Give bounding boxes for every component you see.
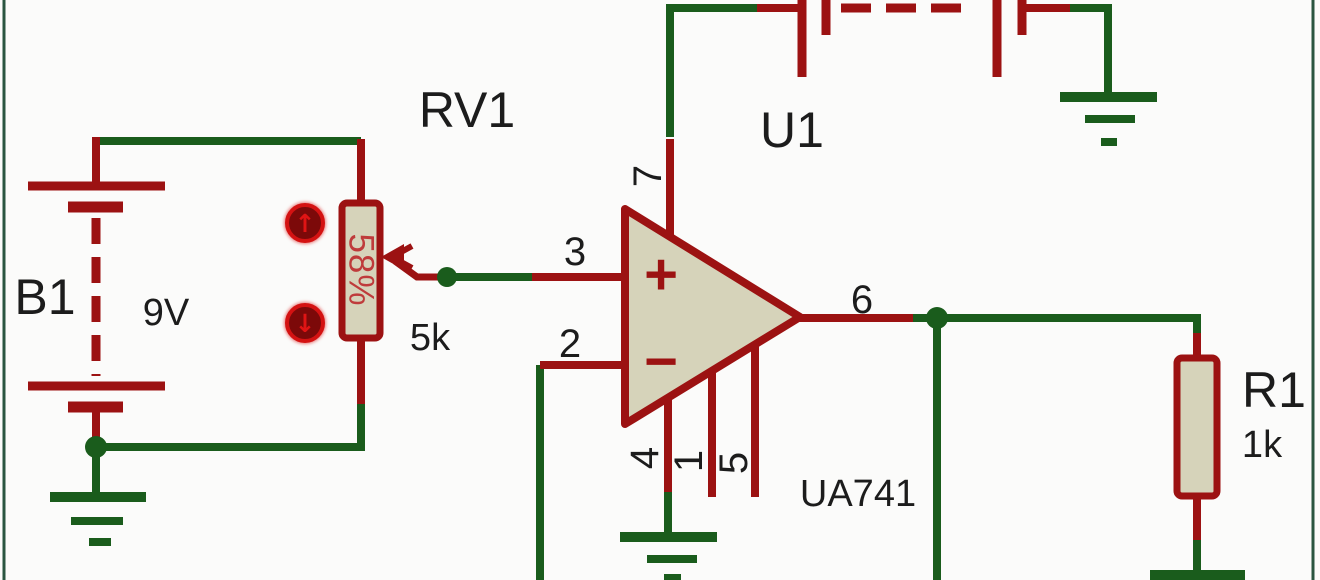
ground-symbol-battery [50,492,146,546]
battery-ref-label: B1 [14,269,76,325]
battery-b1-symbol[interactable] [28,181,165,413]
ground-symbol-supply [1060,92,1157,146]
wire-battery-to-pot-bottom [96,400,365,451]
pot-increase-button[interactable]: ↑ [285,203,325,243]
battery-value-label: 9V [142,292,190,334]
pot-value-label: 5k [409,317,451,359]
junction-dot [85,436,107,458]
opamp-triangle-body[interactable] [621,205,804,428]
ground-symbols [50,92,1245,580]
pot-ref-label: RV1 [418,82,516,138]
resistor-value-label: 1k [1241,424,1283,466]
down-arrow-icon: ↓ [294,308,316,338]
resistor-body[interactable] [1173,354,1221,500]
opamp-pin5-label: 5 [712,451,756,475]
wire-supply-to-ground [1067,4,1112,94]
up-arrow-icon: ↑ [294,208,316,238]
junction-dot [926,307,948,329]
opamp-minus-input-symbol: − [644,329,678,394]
junction-dot [437,267,457,287]
pot-decrease-button[interactable]: ↓ [285,303,325,343]
opamp-pin2-label: 2 [558,322,582,366]
wire-pin7-to-supply [666,4,758,137]
opamp-ref-label: U1 [760,102,824,158]
wires-green [92,4,1201,580]
junction-dots [85,267,948,458]
opamp-pin1-label: 1 [667,449,711,473]
resistor-ref-label: R1 [1242,362,1306,418]
pot-wiper-percent-label: 58% [341,233,381,307]
supply-battery-symbol[interactable] [797,0,1027,77]
pot-body[interactable] [338,199,384,342]
wire-pin6-to-resistor [910,314,1201,337]
component-leads [92,4,1201,540]
opamp-part-label: UA741 [799,473,917,515]
opamp-pin4-label: 4 [623,446,667,470]
ground-symbol-pin4 [620,532,717,580]
opamp-plus-input-symbol: + [644,242,678,307]
opamp-pin7-label: 7 [626,164,670,188]
wiper-arrowhead [381,244,404,270]
opamp-pin3-label: 3 [563,230,587,274]
opamp-pin6-label: 6 [850,278,874,322]
